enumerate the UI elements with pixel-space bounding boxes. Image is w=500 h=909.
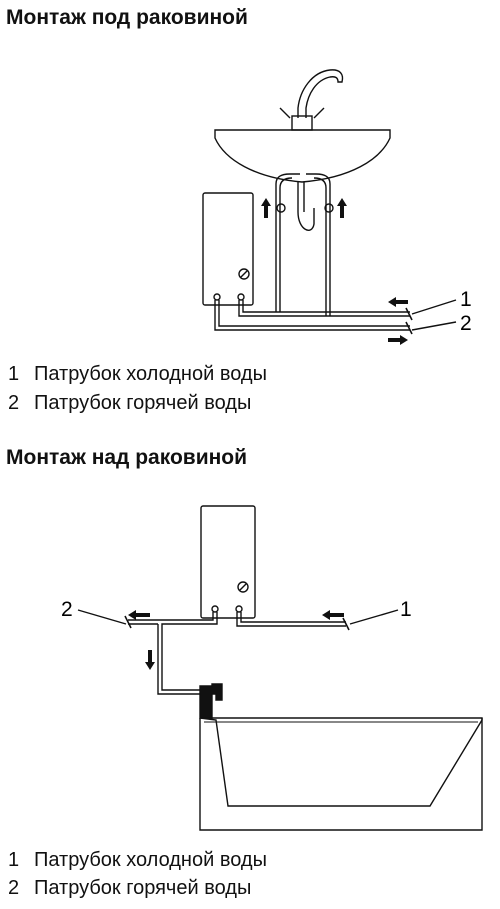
arrow-cold-in	[322, 610, 344, 620]
bath-tap	[199, 683, 223, 719]
legend-item: 1 Патрубок холодной воды	[8, 364, 267, 384]
legend-number: 1	[8, 849, 20, 871]
callout-1: 1	[400, 598, 412, 621]
legend-item: 2 Патрубок горячей воды	[8, 393, 251, 413]
pipe-riser-left	[275, 173, 300, 312]
faucet-spout	[297, 69, 344, 118]
bathtub-outer	[199, 718, 483, 831]
heater-port-right	[235, 605, 243, 613]
legend-number: 2	[8, 392, 20, 414]
callout-leader-1	[349, 609, 399, 625]
valve-left	[276, 203, 286, 213]
callout-leader-1	[411, 299, 457, 315]
legend-text: Патрубок холодной воды	[34, 849, 267, 871]
heater-port-left	[213, 293, 221, 301]
faucet-handles	[279, 107, 325, 119]
section-title-under-sink: Монтаж под раковиной	[6, 6, 248, 29]
valve-right	[324, 203, 334, 213]
callout-2: 2	[460, 312, 472, 335]
bathtub-inner	[199, 717, 483, 807]
arrow-hot-out	[388, 335, 408, 345]
legend-item: 1 Патрубок холодной воды	[8, 850, 267, 870]
legend-number: 2	[8, 877, 20, 899]
pipe-hot-out	[128, 612, 218, 695]
heater-body	[200, 505, 256, 619]
pipe-cold-in	[238, 300, 410, 317]
legend-text: Патрубок горячей воды	[34, 392, 252, 414]
arrow-up-left	[261, 198, 271, 218]
arrow-down	[145, 650, 155, 670]
faucet-body	[291, 115, 313, 131]
diagram-over-sink: 2 1	[61, 505, 483, 831]
callout-leader-2	[411, 321, 457, 331]
heater-port-right	[237, 293, 245, 301]
heater-knob	[237, 581, 249, 593]
pipe-cold-in	[236, 612, 346, 627]
legend-text: Патрубок горячей воды	[34, 877, 252, 899]
pipe-hot-out	[214, 300, 410, 331]
sink-basin	[214, 129, 391, 183]
siphon	[297, 182, 315, 231]
section-title-over-sink: Монтаж над раковиной	[6, 446, 248, 469]
heater-body	[202, 192, 254, 306]
legend-number: 1	[8, 363, 20, 385]
diagram-under-sink: 1 2	[202, 69, 472, 345]
heater-port-left	[211, 605, 219, 613]
arrow-hot-out	[128, 610, 150, 620]
arrow-up-right	[337, 198, 347, 218]
legend-text: Патрубок холодной воды	[34, 363, 267, 385]
callout-2: 2	[61, 598, 73, 621]
legend-item: 2 Патрубок горячей воды	[8, 878, 251, 898]
callout-1: 1	[460, 288, 472, 311]
pipe-riser-right	[306, 173, 331, 316]
callout-leader-2	[77, 609, 127, 625]
heater-knob	[238, 268, 250, 280]
arrow-cold-in	[388, 297, 408, 307]
